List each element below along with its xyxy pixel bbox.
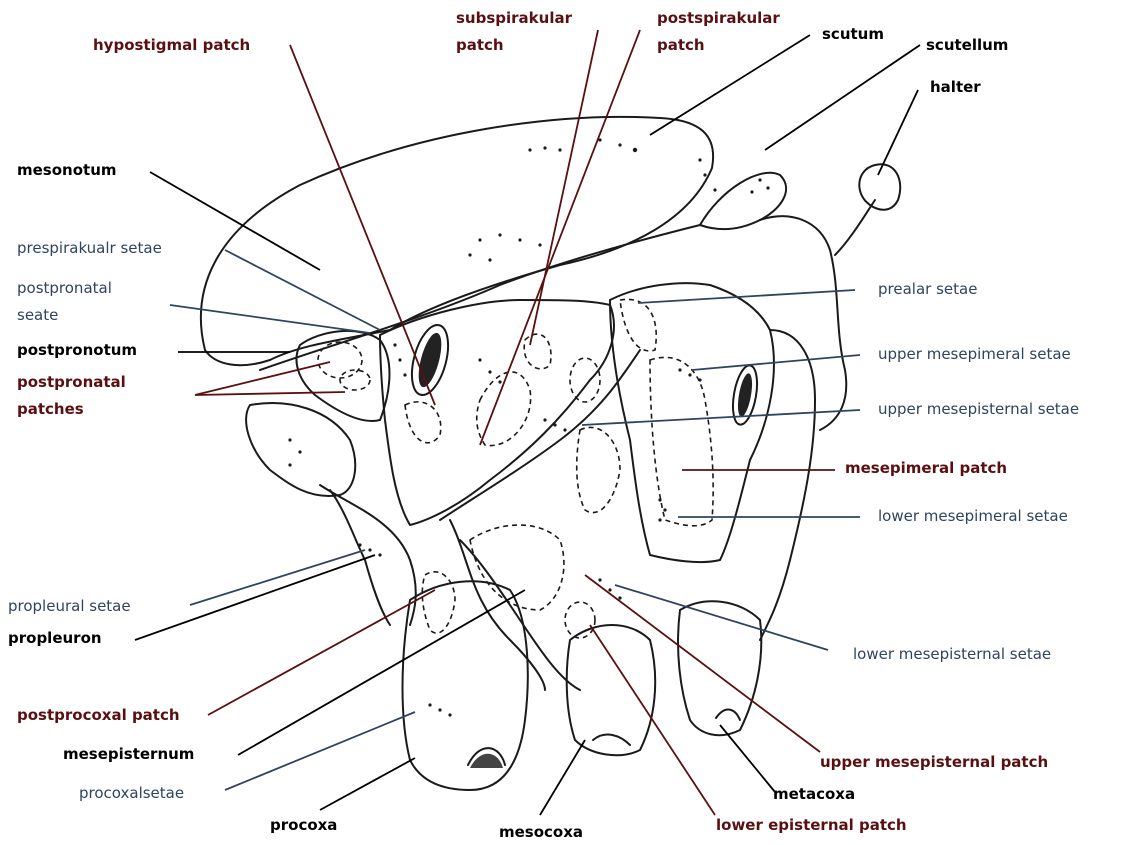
leader-procoxa — [320, 758, 415, 810]
leader-prealar-setae — [638, 290, 855, 303]
label-upper-mesepisternal-patch: upper mesepisternal patch — [820, 752, 1048, 773]
label-hypostigmal-patch: hypostigmal patch — [93, 35, 250, 56]
label-metacoxa: metacoxa — [773, 784, 855, 805]
label-mesepimeral-patch: mesepimeral patch — [845, 458, 1007, 479]
procoxa-outline — [403, 581, 528, 790]
label-postpronatal-patches-line1: postpronatal — [17, 372, 126, 393]
label-scutum: scutum — [822, 24, 884, 45]
label-lower-mesepimeral-setae: lower mesepimeral setae — [878, 506, 1068, 527]
halter-stem — [835, 200, 875, 255]
label-postpronatal-seate-line2: seate — [17, 305, 58, 326]
label-postpronotum: postpronotum — [17, 340, 137, 361]
leader-lower-mesepisternal-setae — [615, 585, 828, 650]
label-subspirakular-patch-line1: subspirakular — [456, 8, 572, 29]
label-postspirakular-patch-line1: postspirakular — [657, 8, 780, 29]
label-propleuron: propleuron — [8, 628, 102, 649]
label-mesocoxa: mesocoxa — [499, 822, 583, 843]
label-mesepisternum: mesepisternum — [63, 744, 194, 765]
label-prespirakualr-setae: prespirakualr setae — [17, 238, 162, 259]
metacoxa-outline — [678, 601, 761, 735]
label-mesonotum: mesonotum — [17, 160, 117, 181]
label-lower-mesepisternal-setae: lower mesepisternal setae — [853, 644, 1051, 665]
leader-procoxalsetae — [225, 712, 415, 790]
label-prealar-setae: prealar setae — [878, 279, 977, 300]
leader-mesocoxa — [540, 740, 585, 815]
label-postpronatal-patches-line2: patches — [17, 399, 84, 420]
label-halter: halter — [930, 77, 981, 98]
leader-subspirakular-patch — [530, 30, 598, 345]
propleuron-outline — [246, 403, 355, 496]
label-lower-episternal-patch: lower episternal patch — [716, 815, 907, 836]
postpronotum-outline — [296, 331, 389, 421]
leader-halter — [878, 90, 918, 175]
label-upper-mesepimeral-setae: upper mesepimeral setae — [878, 344, 1071, 365]
leader-hypostigmal-patch — [290, 45, 435, 405]
label-subspirakular-patch-line2: patch — [456, 35, 504, 56]
leader-mesepisternum — [238, 590, 525, 755]
leader-postpronatal-patches-b — [195, 392, 345, 395]
mesepisternum-outline — [380, 300, 614, 525]
leader-upper-mesepimeral-setae — [692, 355, 860, 370]
label-scutellum: scutellum — [926, 35, 1008, 56]
label-procoxalsetae: procoxalsetae — [79, 783, 184, 804]
scutellum-outline — [700, 173, 786, 229]
leader-propleuron — [135, 555, 375, 640]
label-postpronatal-seate-line1: postpronatal — [17, 278, 112, 299]
leader-propleural-setae — [190, 550, 365, 605]
leader-metacoxa — [720, 725, 775, 792]
leader-prespirakualr-setae — [225, 250, 380, 330]
label-postprocoxal-patch: postprocoxal patch — [17, 705, 180, 726]
label-upper-mesepisternal-setae: upper mesepisternal setae — [878, 399, 1079, 420]
label-procoxa: procoxa — [270, 815, 337, 836]
leader-postprocoxal-patch — [208, 590, 435, 715]
label-propleural-setae: propleural setae — [8, 596, 131, 617]
label-postspirakular-patch-line2: patch — [657, 35, 705, 56]
